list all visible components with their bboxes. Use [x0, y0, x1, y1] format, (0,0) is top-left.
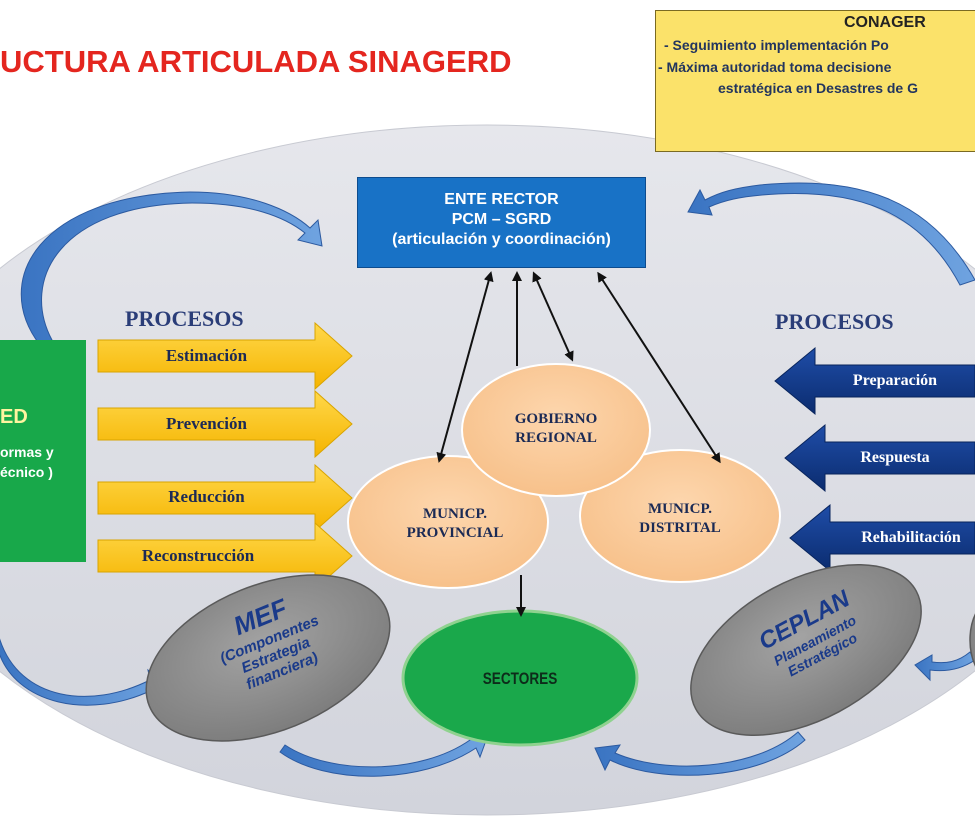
arrow-rector-regional [532, 271, 574, 362]
left-box-line-3: écnico ) [0, 464, 53, 480]
arrow-prevencion [97, 389, 353, 459]
arrow-estimacion [97, 321, 353, 391]
curve-arrow-bottom-right [594, 731, 806, 776]
rector-line-1: ENTE RECTOR [444, 191, 559, 208]
rector-line-3: (articulación y coordinación) [392, 231, 611, 248]
process-estimacion: Estimación [165, 346, 248, 365]
curve-arrow-right-bottom [914, 651, 975, 682]
arrow-reduccion [97, 463, 353, 533]
process-preparacion: Preparación [852, 372, 938, 389]
process-reduccion: Reducción [168, 487, 245, 506]
oval-right-partial [969, 613, 975, 667]
distrital-line-2: DISTRITAL [639, 520, 721, 536]
conager-line-3: estratégica en Desastres de G [718, 80, 918, 96]
distrital-line-1: MUNICP. [647, 501, 713, 517]
provincial-line-1: MUNICP. [422, 506, 488, 522]
curve-arrow-top-right [687, 182, 975, 286]
provincial-line-2: PROVINCIAL [406, 525, 504, 541]
conager-line-1: - Seguimiento implementación Po [664, 37, 889, 53]
arrow-rector-provincial [436, 271, 494, 463]
left-green-box: ED ormas y écnico ) [0, 340, 86, 562]
process-prevencion: Prevención [166, 414, 247, 433]
oval-mef [145, 574, 391, 742]
arrow-rehabilitacion [789, 503, 975, 573]
left-process-arrows [97, 321, 353, 591]
connector-arrows [436, 271, 721, 617]
rector-line-2: PCM – SGRD [451, 211, 552, 228]
process-respuesta: Respuesta [860, 449, 930, 466]
regional-line-2: REGIONAL [515, 430, 597, 446]
arrow-respuesta [784, 423, 975, 493]
label-sectores: SECTORES [482, 669, 558, 688]
arrow-reconstruccion [97, 521, 353, 591]
right-processes-title: PROCESOS [775, 309, 894, 334]
curve-arrow-top-left [20, 191, 323, 346]
label-municp-distrital: MUNICP. DISTRITAL [605, 500, 755, 538]
arrow-rector-distrital [597, 271, 721, 464]
process-reconstruccion: Reconstrucción [141, 546, 255, 565]
conager-box: CONAGER - Seguimiento implementación Po … [655, 10, 975, 152]
label-municp-provincial: MUNICP. PROVINCIAL [380, 505, 530, 543]
left-box-line-2: ormas y [0, 444, 54, 460]
oval-ceplan [690, 564, 922, 736]
regional-line-1: GOBIERNO [514, 411, 598, 427]
label-gobierno-regional: GOBIERNO REGIONAL [476, 410, 636, 448]
arrow-preparacion [774, 346, 975, 416]
page-title: UCTURA ARTICULADA SINAGERD [0, 44, 512, 79]
cycle-arrows [0, 182, 975, 777]
left-processes-title: PROCESOS [125, 306, 244, 331]
conager-line-2: - Máxima autoridad toma decisione [658, 59, 892, 75]
curve-arrow-bottom-left [279, 731, 489, 777]
right-process-arrows [774, 346, 975, 573]
process-rehabilitacion: Rehabilitación [861, 529, 961, 546]
left-box-line-1: ED [0, 406, 28, 428]
conager-heading: CONAGER [844, 14, 926, 31]
ente-rector-box: ENTE RECTOR PCM – SGRD (articulación y c… [357, 177, 646, 268]
